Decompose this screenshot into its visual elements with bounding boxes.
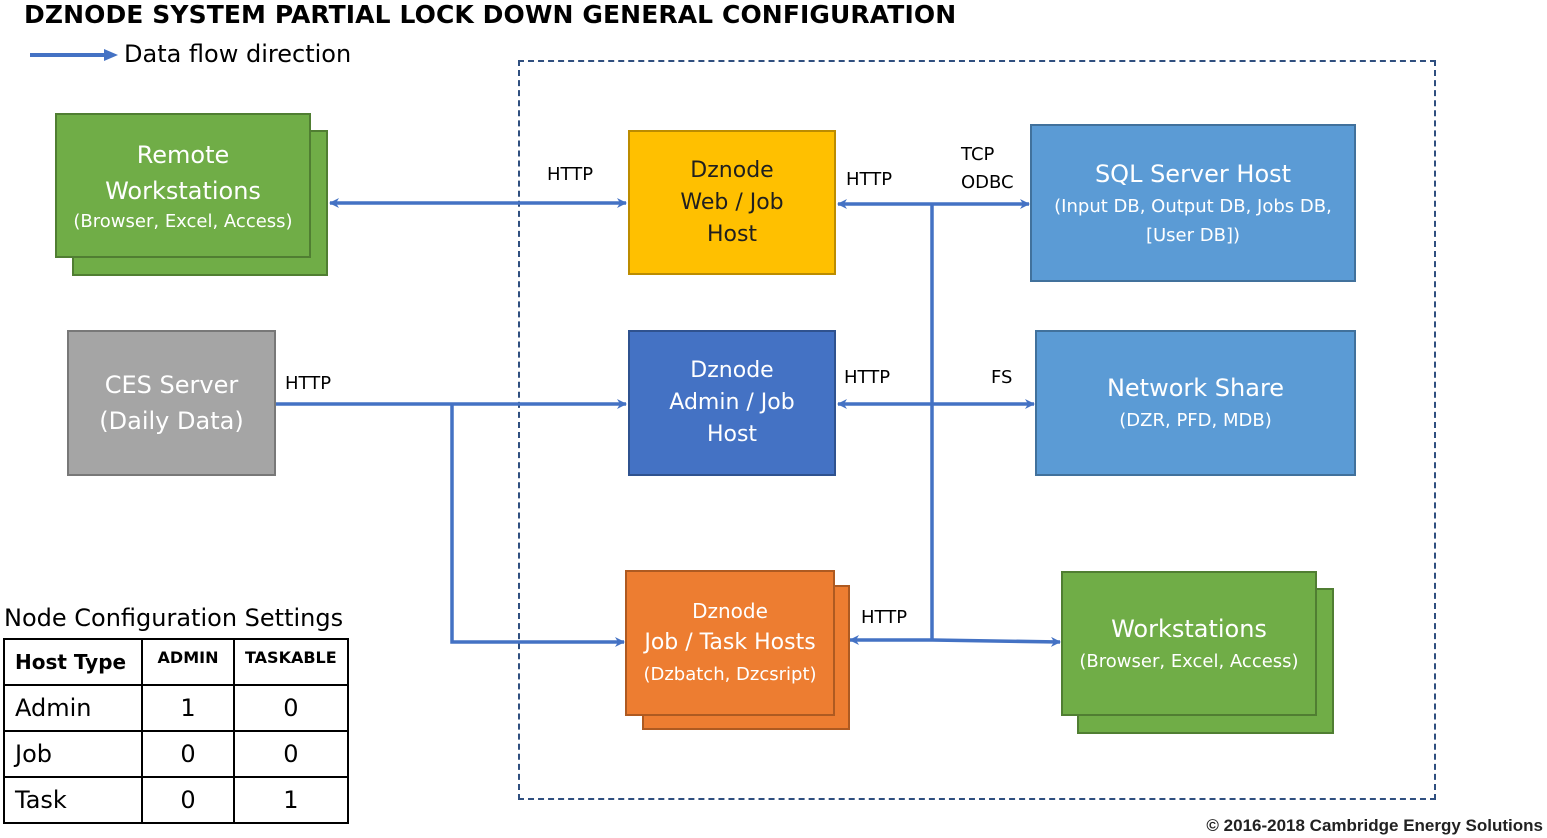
table-cell: 0	[141, 730, 235, 778]
config-table-header: ADMIN	[141, 638, 235, 686]
table-row: Task 0 1	[3, 776, 349, 824]
node-label: CES Server	[104, 371, 239, 399]
table-row: Job 0 0	[3, 730, 349, 778]
node-sublabel: (DZR, PFD, MDB)	[1119, 410, 1272, 431]
node-label: Workstations	[105, 176, 261, 205]
flow-ces-to-task-hosts	[450, 404, 625, 647]
table-cell: Job	[3, 730, 143, 778]
admin-job-host-node: Dznode Admin / Job Host	[628, 330, 836, 476]
legend-label: Data flow direction	[124, 40, 352, 68]
legend-arrow-icon	[30, 49, 118, 61]
config-table-title: Node Configuration Settings	[4, 604, 344, 632]
config-table: Host Type ADMIN TASKABLE Admin 1 0 Job 0…	[3, 638, 349, 824]
node-sublabel: [User DB])	[1145, 225, 1241, 246]
node-label: Job / Task Hosts	[644, 630, 816, 655]
connection-label-http: HTTP	[846, 169, 893, 190]
node-label: Dznode	[692, 599, 768, 623]
connection-label-tcp: TCP	[961, 144, 995, 165]
connection-label-http: HTTP	[547, 164, 594, 185]
connection-label-http: HTTP	[844, 367, 891, 388]
node-label: Host	[706, 422, 758, 447]
node-sublabel: (Browser, Excel, Access)	[1079, 650, 1299, 672]
connection-label-odbc: ODBC	[961, 172, 1014, 193]
table-cell: 0	[141, 776, 235, 824]
job-task-hosts-node: Dznode Job / Task Hosts (Dzbatch, Dzcsri…	[625, 570, 835, 716]
node-label: Dznode	[690, 157, 774, 183]
connection-label-fs: FS	[991, 367, 1013, 388]
workstations-node: Workstations (Browser, Excel, Access)	[1061, 571, 1317, 716]
table-cell: 1	[233, 776, 349, 824]
node-label: Admin / Job	[669, 390, 795, 415]
node-label: Web / Job	[680, 189, 784, 215]
locked-down-network-boundary	[518, 60, 1436, 800]
node-label: Dznode	[690, 358, 774, 383]
node-sublabel: (Browser, Excel, Access)	[73, 210, 293, 232]
table-cell: Admin	[3, 684, 143, 732]
config-table-header-row: Host Type ADMIN TASKABLE	[3, 638, 349, 686]
table-cell: 0	[233, 730, 349, 778]
config-table-header: TASKABLE	[233, 638, 349, 686]
web-job-host-node: Dznode Web / Job Host	[628, 130, 836, 275]
connection-label-http: HTTP	[285, 373, 332, 394]
copyright-notice: © 2016-2018 Cambridge Energy Solutions	[1206, 816, 1543, 835]
node-label: Host	[706, 221, 758, 247]
network-share-node: Network Share (DZR, PFD, MDB)	[1035, 330, 1356, 476]
node-label: Remote	[136, 140, 230, 169]
ces-server-node: CES Server (Daily Data)	[67, 330, 276, 476]
table-row: Admin 1 0	[3, 684, 349, 732]
node-sublabel: (Input DB, Output DB, Jobs DB,	[1054, 196, 1332, 217]
node-label: (Daily Data)	[99, 407, 244, 435]
sql-server-host-node: SQL Server Host (Input DB, Output DB, Jo…	[1030, 124, 1356, 282]
config-table-header: Host Type	[3, 638, 143, 686]
node-sublabel: (Dzbatch, Dzcsript)	[643, 664, 817, 685]
node-label: SQL Server Host	[1094, 160, 1292, 188]
node-label: Workstations	[1111, 614, 1267, 643]
table-cell: 0	[233, 684, 349, 732]
table-cell: 1	[141, 684, 235, 732]
node-label: Network Share	[1106, 374, 1285, 402]
diagram-title: DZNODE SYSTEM PARTIAL LOCK DOWN GENERAL …	[24, 0, 957, 29]
flow-bus-to-workstations	[931, 636, 1061, 647]
table-cell: Task	[3, 776, 143, 824]
connection-label-http: HTTP	[861, 607, 908, 628]
remote-workstations-node: Remote Workstations (Browser, Excel, Acc…	[55, 113, 311, 258]
